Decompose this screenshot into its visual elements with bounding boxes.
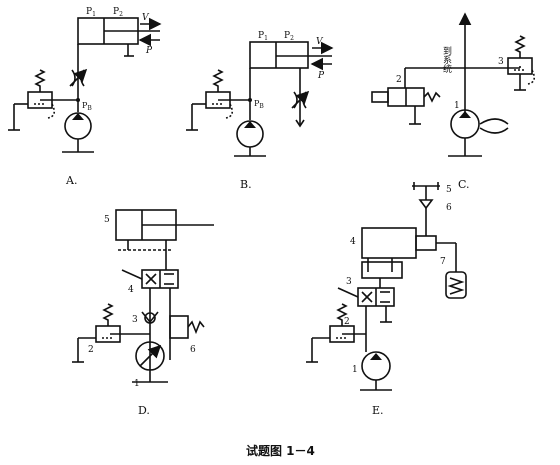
cylinder-body — [249, 41, 309, 69]
label-valve-num: 2 — [396, 75, 402, 85]
lever — [121, 269, 143, 280]
label-load: P — [145, 46, 153, 56]
label-pump-pressure: PB — [254, 99, 264, 110]
label-pump-num: 1 — [134, 379, 140, 389]
label-pump-num: 1 — [352, 365, 358, 375]
label-p2: P2 — [113, 7, 123, 18]
label-velocity: V — [316, 37, 324, 47]
label-pump-pressure: PB — [82, 101, 92, 112]
label-tank-num: 5 — [446, 185, 452, 195]
spring — [447, 277, 465, 295]
label-cylinder-num: 5 — [104, 215, 110, 225]
label-check-num: 3 — [132, 315, 138, 325]
label-p1: P1 — [258, 31, 268, 42]
figure-caption: 试题图 1－4 — [246, 443, 315, 458]
panel-label-d: D. — [138, 404, 150, 417]
lever — [337, 287, 359, 298]
spring — [102, 303, 114, 326]
label-accumulator-num: 7 — [440, 257, 446, 267]
label-valve-num: 3 — [346, 277, 352, 287]
label-load: P — [317, 71, 325, 81]
panel-d: 5 4 3 2 6 1 D. — [72, 209, 214, 417]
label-relief-num: 2 — [88, 345, 94, 355]
label-p2: P2 — [284, 31, 294, 42]
label-check-num: 6 — [446, 203, 452, 213]
solenoid — [371, 91, 389, 103]
panel-b: P1 P2 V P PB B. — [186, 31, 334, 191]
label-velocity: V — [142, 13, 150, 23]
label-pump-num: 1 — [454, 101, 460, 111]
panel-a: P1 P2 V P PB A. — [8, 7, 162, 187]
panel-label-b: B. — [240, 178, 252, 191]
drive-shaft — [479, 118, 509, 134]
label-relief-num: 3 — [498, 57, 504, 67]
label-valve-num: 4 — [128, 285, 134, 295]
label-throttle-num: 6 — [190, 345, 196, 355]
panel-label-e: E. — [372, 404, 384, 417]
panel-label-a: A. — [65, 174, 77, 187]
spring — [187, 320, 205, 335]
panel-c: 到系统 2 1 3 C. — [371, 12, 536, 191]
label-cylinder-num: 4 — [350, 237, 356, 247]
panel-e: 5 6 4 7 3 2 — [306, 182, 467, 417]
panel-label-c: C. — [458, 178, 470, 191]
label-to-system: 到系统 — [441, 45, 452, 74]
cylinder-body — [361, 227, 417, 259]
accumulator — [445, 271, 467, 299]
throttle-valve — [169, 315, 189, 339]
spring — [212, 69, 224, 92]
check-valve — [418, 199, 434, 210]
spring — [336, 303, 348, 326]
label-relief-num: 2 — [344, 317, 350, 327]
spring — [423, 91, 441, 103]
label-p1: P1 — [86, 7, 96, 18]
spring — [34, 69, 46, 92]
spring — [514, 35, 526, 58]
